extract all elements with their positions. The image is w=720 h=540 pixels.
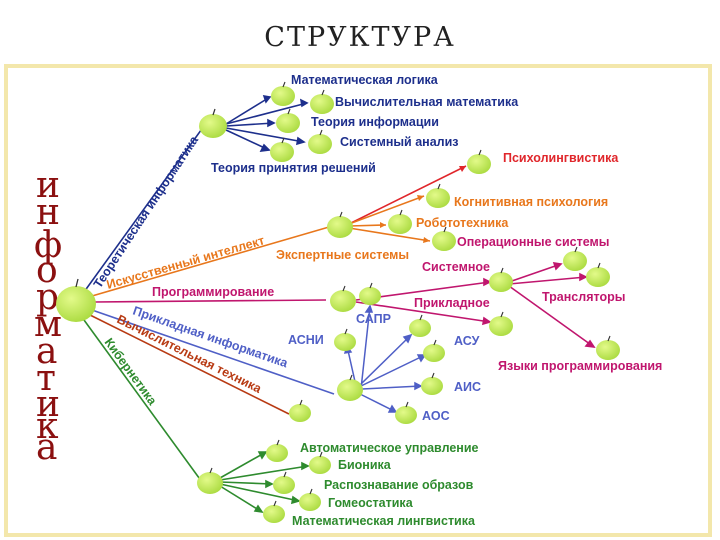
leaf-os: Операционные системы [457,235,609,249]
apple-computing [289,399,311,422]
apple-decision-theory [270,137,294,162]
root-apple [56,278,96,322]
leaf-math-logic: Математическая логика [291,73,439,87]
vertical-letter: о [36,250,58,291]
leaf-info-theory: Теория информации [311,115,439,129]
apple-auto-control [266,439,288,462]
apple-sapr [359,282,381,305]
apple-prog-languages [596,335,620,360]
leaf-translators: Трансляторы [542,290,625,304]
vertical-letter: и [36,384,60,425]
applied-arrows [343,304,427,413]
ai-arrows [348,165,467,243]
vertical-letter: т [36,358,56,399]
leaf-homeostatics: Гомеостатика [328,496,414,510]
apple-asni [334,328,356,351]
leaf-prog-languages: Языки программирования [498,359,662,373]
branch-line-applied [91,309,335,395]
vertical-letter: к [36,406,59,447]
leaf-comp-math: Вычислительная математика [335,95,519,109]
leaf-aos: АОС [422,409,450,423]
apple-sys-analysis [308,129,332,154]
leaf-asni: АСНИ [288,333,324,347]
apple-ai [327,211,353,238]
slide-title: СТРУКТУРА [264,22,456,53]
cyber-arrows [219,451,310,514]
branch-label-programming: Программирование [152,285,274,299]
apple-math-logic [271,81,295,106]
apple-bionics [309,451,331,474]
leaf-asu: АСУ [454,334,480,348]
vertical-letter: р [36,277,59,318]
apple-pattern [273,471,295,494]
apple-programming [330,285,356,312]
branch-line-cyber [83,319,203,483]
leaf-applied-sw: Прикладное [414,296,490,310]
apple-homeostatics [299,488,321,511]
branch-line-theory [83,125,205,293]
vertical-letter: и [36,165,60,206]
vertical-letter: н [36,192,60,233]
leaf-cognitive: Когнитивная психология [454,195,608,209]
leaf-math-ling: Математическая лингвистика [292,514,476,528]
vertical-word: и н ф о р м а т и к а [34,165,62,468]
vertical-letter: ф [34,225,62,266]
apples [56,81,620,523]
apple-cognitive [426,183,450,208]
vertical-letter: а [36,331,57,372]
branch-line-ai [91,226,330,297]
branch-label-cyber: Кибернетика [102,336,160,409]
leaf-psycholinguistics: Психолингвистика [503,151,619,165]
leaf-pattern: Распознавание образов [324,478,474,492]
leaf-ais: АИС [454,380,481,394]
apple-applied [337,374,363,401]
apple-cyber [197,467,223,494]
apple-translators [586,262,610,287]
leaf-expert: Экспертные системы [276,248,409,262]
leaf-bionics: Бионика [338,458,392,472]
branch-line-programming [93,299,327,303]
apple-extra [395,401,417,424]
apple-robotics [388,209,412,234]
apple-theory [199,108,227,138]
apple-os [563,246,587,271]
apple-asu [409,314,431,337]
leaf-system: Системное [422,260,490,274]
leaf-decision-theory: Теория принятия решений [211,161,376,175]
apple-psycholinguistics [467,149,491,174]
leaf-sapr: САПР [356,312,391,326]
apple-ais [423,339,445,362]
leaf-sys-analysis: Системный анализ [340,135,459,149]
apple-applied-sw [489,311,513,336]
apple-info-theory [276,108,300,133]
apple-expert [432,226,456,251]
apple-comp-math [310,89,334,114]
vertical-letter: м [34,304,62,345]
leaf-robotics: Робототехника [416,216,509,230]
apple-math-ling [263,500,285,523]
apple-aos [421,372,443,395]
apple-system [489,267,513,292]
informatics-structure-tree: и н ф о р м а т и к а [34,73,662,528]
branch-lines [83,125,335,483]
vertical-letter: а [36,427,57,468]
leaf-labels: Математическая логика Вычислительная мат… [211,73,662,528]
theory-arrows [225,94,309,152]
branch-line-computing [87,313,290,415]
leaf-auto-control: Автоматическое управление [300,441,479,455]
